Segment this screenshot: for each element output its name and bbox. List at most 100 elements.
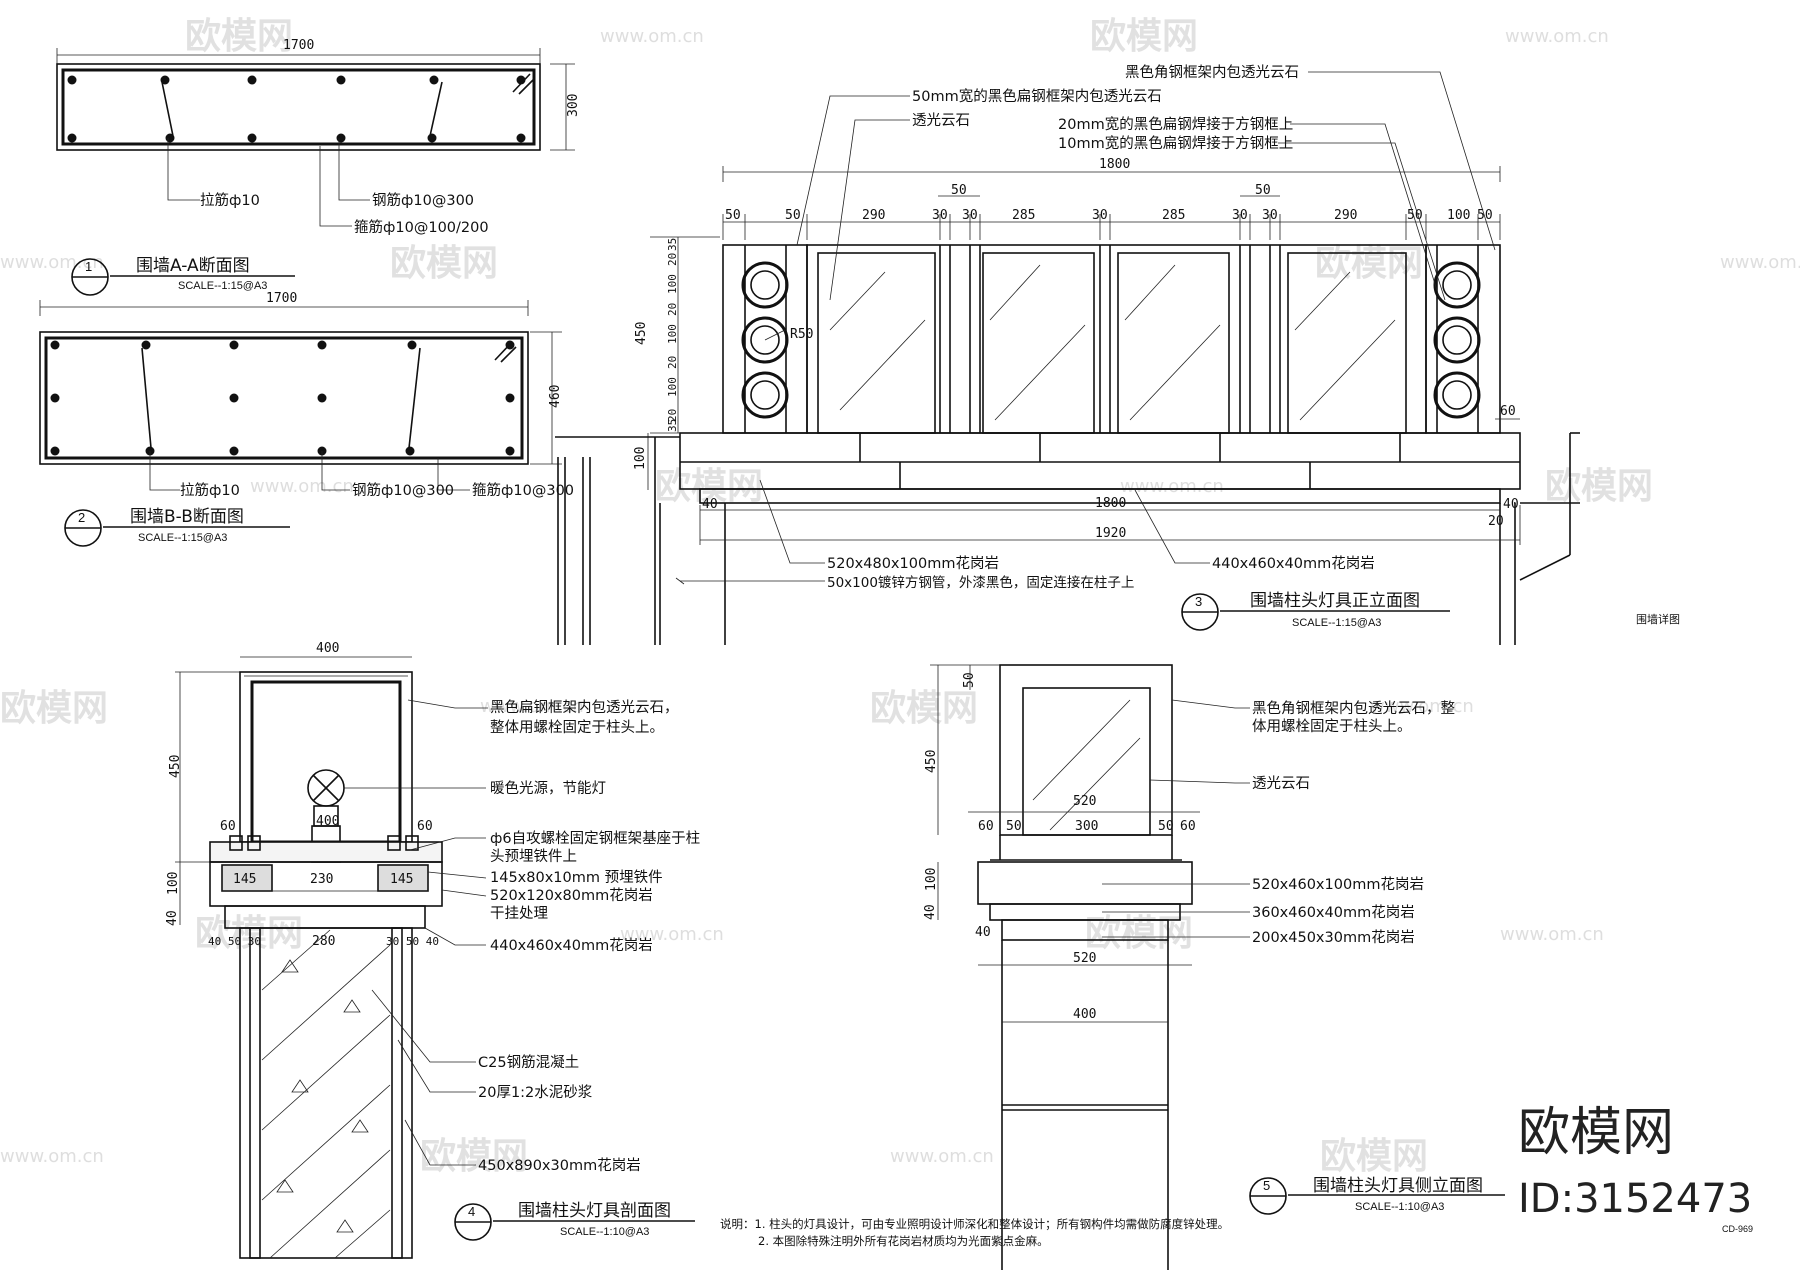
watermark-url: www.om.cn [0,252,104,273]
stamp-id: ID:3152473 [1518,1176,1752,1222]
watermark-brand: 欧模网 [1090,16,1198,57]
glass-hatch [829,264,1396,421]
top-dim-label: 50 [1477,208,1493,223]
watermark-brand: 欧模网 [1085,913,1193,954]
label-translucent-stone: 透光云石 [1252,775,1310,792]
watermark-url: www.om.cn [1720,252,1800,273]
left-dim-label: 20 [666,356,679,369]
label-c25-concrete: C25钢筋混凝土 [478,1054,579,1071]
dim-h450: 450 [168,755,183,778]
watermark-brand: 欧模网 [0,688,108,729]
dim-60-left: 60 [220,819,236,834]
watermark-url: www.om.cn [620,924,724,945]
section-3-num: 3 [1195,594,1202,609]
label-frame-1: 黑色扁钢框架内包透光云石， [490,699,679,716]
section-3-title: 围墙柱头灯具正立面图 [1250,591,1420,611]
watermark-brand: 欧模网 [420,1136,528,1177]
note-line-2: 2. 本图除特殊注明外所有花岗岩材质均为光面紫点金麻。 [758,1234,1049,1248]
dim-400: 400 [1073,1007,1096,1022]
section-4-num: 4 [468,1204,475,1219]
dim-60: 60 [1500,404,1516,419]
dim-h40: 40 [165,910,180,926]
label-granite-440x460: 440x460x40mm花岗岩 [1212,555,1375,572]
section-2-bb: 1700 460 拉筋ф10 钢筋ф10@300 箍筋ф10@300 2 围墙B… [39,291,574,547]
watermark-brand: 欧模网 [1320,1136,1428,1177]
top-dim-label: 50 [1407,208,1423,223]
dim-total-1800: 1800 [1099,157,1130,172]
dim-520-lower: 520 [1073,951,1096,966]
dim-145-left: 145 [233,872,256,887]
watermark-brand: 欧模网 [195,913,303,954]
watermark-url: www.om.cn [890,1146,994,1167]
label-bolt-2: 头预埋铁件上 [490,848,577,865]
section-1-scale: SCALE--1:15@A3 [178,280,267,292]
dim-h100: 100 [166,872,181,895]
section-5-scale: SCALE--1:10@A3 [1355,1201,1444,1213]
section-4-title: 围墙柱头灯具剖面图 [518,1201,671,1221]
dim-230: 230 [310,872,333,887]
dim-h100: 100 [924,868,939,891]
dim-50-upper-right: 50 [1255,183,1271,198]
watermark-url: www.om.cn [1120,476,1224,497]
label-rebar: 钢筋ф10@300 [372,192,474,209]
left-dim-label: 35 [666,238,679,251]
rebar-dots-aa [67,75,526,143]
label-frame-2: 整体用螺栓固定于柱头上。 [490,719,664,736]
label-granite-520x460: 520x460x100mm花岗岩 [1252,876,1424,893]
drawing-code: CD-969 [1722,1224,1753,1234]
label-granite-360x460: 360x460x40mm花岗岩 [1252,904,1415,921]
dim-60-right: 60 [417,819,433,834]
label-bolt-1: ф6自攻螺栓固定钢框架基座于柱 [490,830,700,847]
section-1-aa: 1700 300 拉筋ф10 钢筋ф10@300 箍筋ф10@100/200 1… [56,38,581,296]
watermark-url: www.om.cn [1370,696,1474,717]
label-stirrup: 箍筋ф10@300 [472,482,574,499]
label-translucent-stone: 透光云石 [912,112,970,129]
dim-50: 50 [962,672,977,688]
dim-h40: 40 [923,904,938,920]
section-4-section: 400 450 100 40 400 60 60 145 145 230 40 … [165,641,700,1259]
label-angle-frame: 黑色角钢框架内包透光云石 [1125,64,1299,81]
dim-1700: 1700 [266,291,297,306]
dim-1700: 1700 [283,38,314,53]
section-4-scale: SCALE--1:10@A3 [560,1226,649,1238]
watermark-brand: 欧模网 [870,688,978,729]
dim-400-small: 400 [316,814,339,829]
section-1-title: 围墙A-A断面图 [136,256,250,276]
label-tie-bar: 拉筋ф10 [180,482,240,499]
dim-h450: 450 [924,750,939,773]
top-dim-label: 285 [1012,208,1035,223]
lamp-circles [741,261,1481,419]
left-dim-label: 20 [666,253,679,266]
top-dim-label: 50 [725,208,741,223]
left-dim-label: 100 [666,274,679,294]
dim-h450: 450 [634,322,649,345]
side-row-dim-label: 60 [1180,819,1196,834]
dim-h100: 100 [633,447,648,470]
dim-r50: R50 [790,327,813,342]
top-dim-label: 50 [785,208,801,223]
top-dim-label: 290 [862,208,885,223]
dim-50-upper-left: 50 [951,183,967,198]
label-granite-450x890: 450x890x30mm花岗岩 [478,1157,641,1174]
label-stirrup: 箍筋ф10@100/200 [354,219,489,236]
watermark-brand: 欧模网 [390,243,498,284]
watermark-layer: 欧模网 欧模网 www.om.cn www.om.cn 欧模网 欧模网 www.… [0,16,1800,1177]
watermark-url: www.om.cn [250,476,354,497]
dim-bottom-1920: 1920 [1095,526,1126,541]
dim-40-left: 40 [702,497,718,512]
section-1-num: 1 [85,259,92,274]
label-dry-hang: 干挂处理 [490,905,548,922]
label-angle-frame-1: 黑色角钢框架内包透光云石，整 [1252,700,1455,717]
dim-300: 300 [566,94,581,117]
note-line-1: 说明：1. 柱头的灯具设计，可由专业照明设计师深化和整体设计；所有钢构件均需做防… [720,1217,1229,1231]
left-dim-label: 35 [666,419,679,432]
watermark-url: www.om.cn [1500,924,1604,945]
dim-bottom-1800: 1800 [1095,496,1126,511]
label-tie-bar: 拉筋ф10 [200,192,260,209]
label-embedded-iron: 145x80x10mm 预埋铁件 [490,869,663,886]
